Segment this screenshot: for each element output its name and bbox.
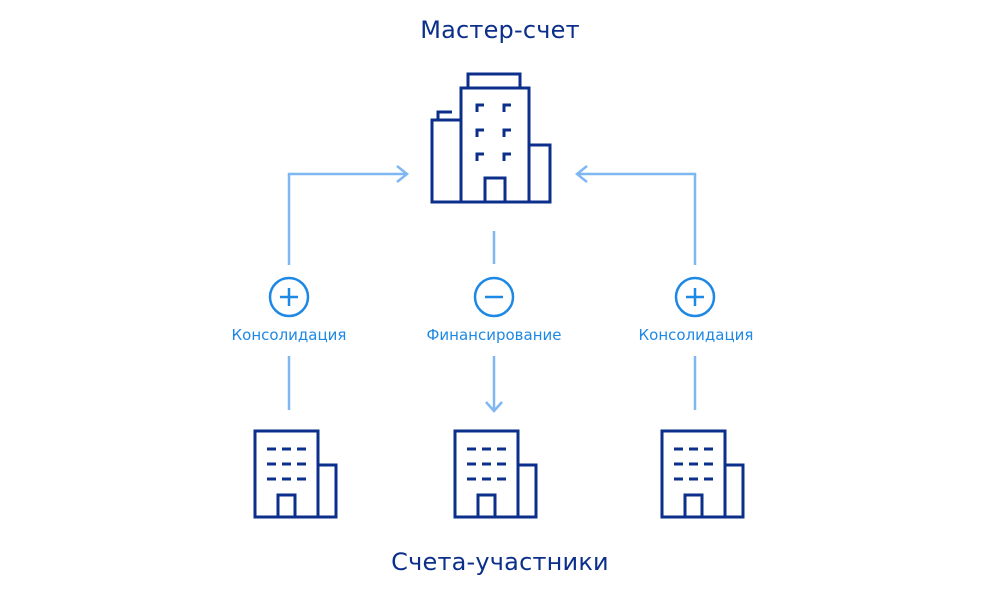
master-account-title: Мастер-счет <box>420 16 580 44</box>
master-building-icon <box>430 72 552 204</box>
flow-label-consolidation-left: Консолидация <box>231 326 347 344</box>
participant-accounts-title: Счета-участники <box>391 548 609 576</box>
connector-lines <box>287 165 697 413</box>
middle-arrow-head <box>485 401 503 413</box>
right-connector-line <box>578 172 697 265</box>
minus-circle-icon <box>473 276 515 318</box>
left-arrow-head <box>396 165 410 183</box>
left-connector-line <box>287 172 406 265</box>
plus-circle-icon <box>268 276 310 318</box>
flow-label-financing: Финансирование <box>426 326 562 344</box>
building-icon <box>660 429 745 519</box>
plus-circle-icon <box>674 276 716 318</box>
right-arrow-head <box>574 165 588 183</box>
building-icon <box>453 429 538 519</box>
flow-label-consolidation-right: Консолидация <box>638 326 754 344</box>
building-icon <box>253 429 338 519</box>
